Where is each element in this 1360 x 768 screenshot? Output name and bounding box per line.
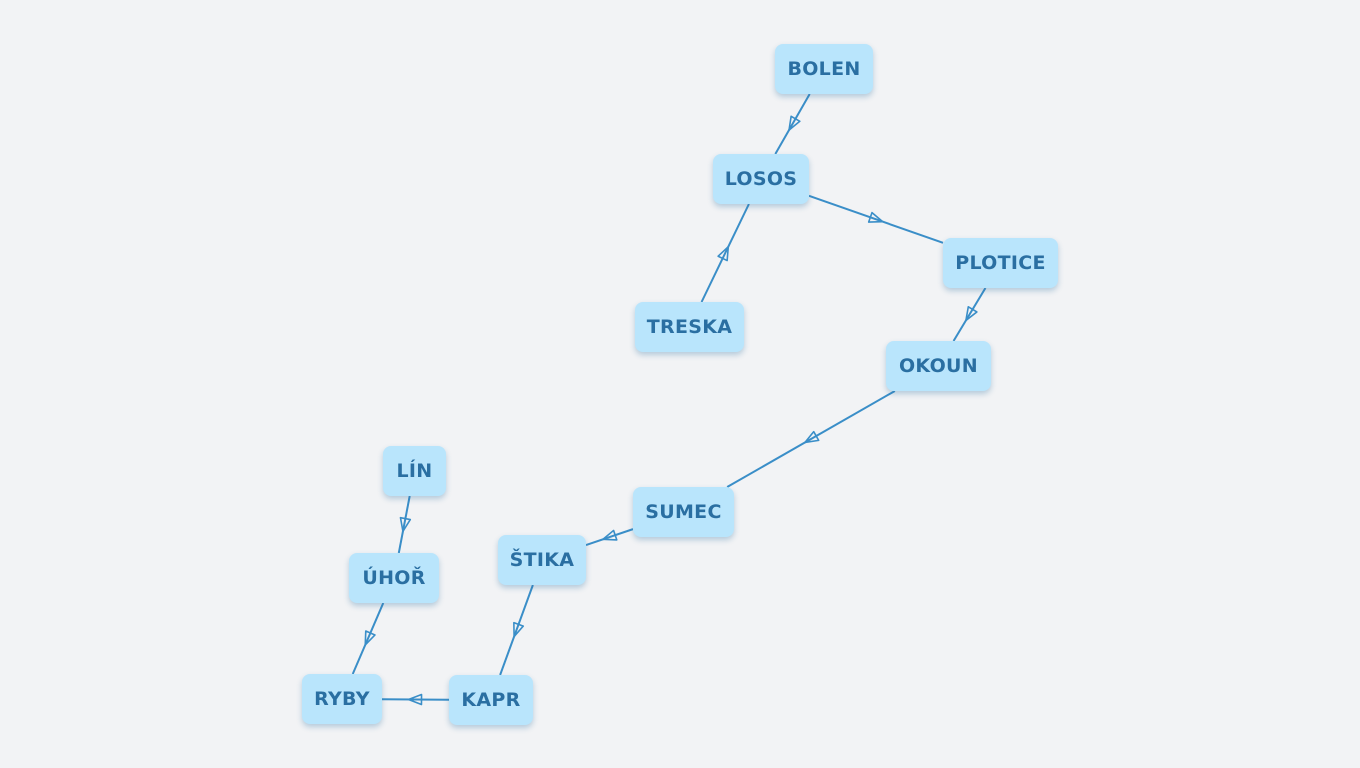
node-label: PLOTICE: [955, 252, 1046, 274]
edge-okoun-sumec: [726, 390, 896, 488]
arrowhead-sumec-stika: [602, 529, 618, 541]
arrowhead-lin-uhor: [399, 516, 412, 533]
node-label: OKOUN: [898, 355, 978, 377]
node-treska[interactable]: TRESKA: [635, 302, 744, 352]
node-sumec[interactable]: SUMEC: [633, 487, 734, 537]
arrowhead-losos-plotice: [867, 211, 884, 223]
node-label: SUMEC: [645, 501, 722, 523]
node-label: ÚHOŘ: [362, 567, 426, 589]
node-kapr[interactable]: KAPR: [449, 675, 533, 725]
node-uhor[interactable]: ÚHOŘ: [349, 553, 439, 603]
arrowhead-treska-losos: [717, 245, 730, 262]
arrowhead-bolen-losos: [788, 115, 801, 131]
node-losos[interactable]: LOSOS: [713, 154, 809, 204]
edge-stika-kapr: [499, 584, 534, 676]
arrowhead-okoun-sumec: [804, 430, 820, 444]
node-label: LÍN: [396, 460, 433, 482]
arrowhead-kapr-ryby: [407, 693, 423, 706]
node-label: ŠTIKA: [509, 549, 575, 571]
edge-lin-uhor: [397, 495, 411, 554]
edge-sumec-stika: [585, 528, 634, 547]
edge-uhor-ryby: [351, 602, 385, 675]
edge-plotice-okoun: [952, 287, 987, 342]
arrowhead-plotice-okoun: [965, 305, 978, 322]
node-okoun[interactable]: OKOUN: [886, 341, 991, 391]
node-plotice[interactable]: PLOTICE: [943, 238, 1058, 288]
node-stika[interactable]: ŠTIKA: [498, 535, 586, 585]
edge-losos-plotice: [808, 194, 944, 244]
node-label: BOLEN: [787, 58, 861, 80]
edge-bolen-losos: [774, 93, 811, 155]
node-label: TRESKA: [646, 316, 733, 338]
edge-treska-losos: [700, 203, 750, 303]
node-lin[interactable]: LÍN: [383, 446, 446, 496]
node-bolen[interactable]: BOLEN: [775, 44, 873, 94]
arrowhead-stika-kapr: [513, 621, 525, 638]
node-label: RYBY: [314, 688, 370, 710]
node-ryby[interactable]: RYBY: [302, 674, 382, 724]
node-label: LOSOS: [724, 168, 798, 190]
arrowhead-uhor-ryby: [364, 630, 376, 646]
node-label: KAPR: [461, 689, 521, 711]
